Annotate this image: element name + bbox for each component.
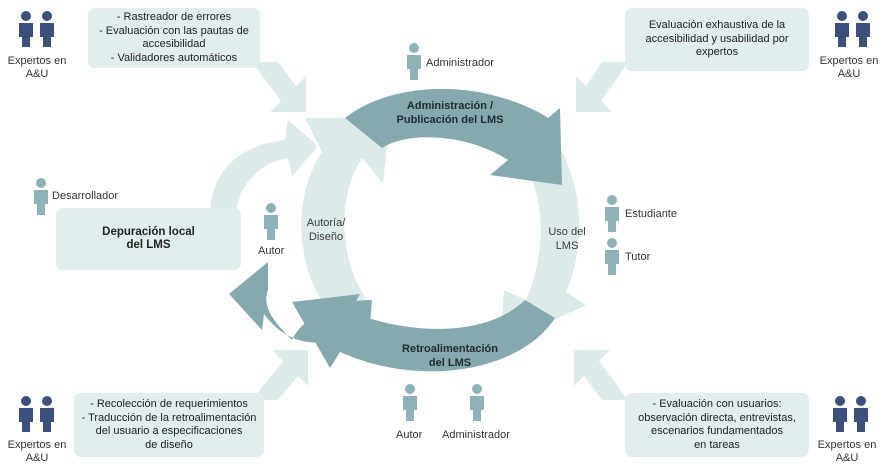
tutor-person-icon xyxy=(605,238,619,275)
experts-icon-bottom-left xyxy=(19,396,54,432)
arrow-top-right xyxy=(576,62,628,112)
box-top-left: - Rastreador de errores - Evaluación con… xyxy=(88,8,260,68)
retroalimentacion-arc xyxy=(292,294,555,372)
box-top-right: Evaluación exhaustiva de la accesibilida… xyxy=(625,8,809,71)
box-bottom-left-line-1: - Recolección de requerimientos xyxy=(90,398,248,410)
autoria-arc xyxy=(301,118,390,318)
arrow-top-left xyxy=(252,62,306,112)
desarrollador-label: Desarrollador xyxy=(52,190,119,202)
experts-bottom-right-line-2: A&U xyxy=(835,452,859,464)
box-top-left-line-1: - Rastreador de errores xyxy=(116,11,232,23)
experts-top-left-line-1: Expertos en xyxy=(7,55,67,67)
box-bottom-left-line-3: del usuario a especificaciones xyxy=(95,425,243,437)
label-administracion: Administración / Publicación del LMS xyxy=(390,99,510,127)
administrador-bottom-label: Administrador xyxy=(442,429,510,441)
autor-bottom-label: Autor xyxy=(396,429,423,441)
experts-top-right-line-2: A&U xyxy=(837,68,861,80)
box-bottom-right-line-3: escenarios fundamentados xyxy=(650,425,784,437)
administracion-arc xyxy=(345,88,562,185)
experts-top-right-line-1: Expertos en xyxy=(819,55,879,67)
administrador-top-label: Administrador xyxy=(426,57,494,69)
autor-middle-label: Autor xyxy=(258,245,285,257)
administrador-top-person-icon xyxy=(407,43,421,80)
box-top-left-line-4: - Validadores automáticos xyxy=(110,51,238,64)
box-bottom-left-line-4: de diseño xyxy=(145,438,193,451)
estudiante-person-icon xyxy=(605,195,619,232)
feedback-arrow xyxy=(229,262,372,343)
retroalimentacion-line-1: Retroalimentación xyxy=(402,343,498,355)
arrow-bottom-right xyxy=(574,350,628,400)
box-top-right-line-3: expertos xyxy=(695,46,739,59)
experts-icon-bottom-right xyxy=(833,396,868,432)
box-bottom-right-line-2: observación directa, entrevistas, xyxy=(638,411,796,424)
experts-bottom-left-line-2: A&U xyxy=(25,452,49,464)
tutor-label: Tutor xyxy=(625,251,651,263)
box-bottom-right: - Evaluación con usuarios: observación d… xyxy=(625,393,809,457)
box-top-right-line-1: Evaluación exhaustiva de la xyxy=(648,19,786,32)
uso-arc xyxy=(500,130,586,346)
label-autoria: Autoría/ Diseño xyxy=(296,216,356,244)
experts-label-bottom-right: Expertos en A&U xyxy=(814,439,880,465)
box-bottom-right-line-1: - Evaluación con usuarios: xyxy=(652,398,782,410)
box-top-left-line-2: - Evaluación con las pautas de xyxy=(99,24,249,37)
retroalimentacion-line-2: del LMS xyxy=(428,357,472,369)
box-top-left-line-3: accesibilidad xyxy=(142,38,206,50)
uso-line-2: LMS xyxy=(555,240,579,252)
box-depuracion: Depuración local del LMS xyxy=(56,208,241,270)
administrador-bottom-person-icon xyxy=(470,384,484,421)
box-bottom-left: - Recolección de requerimientos - Traduc… xyxy=(74,393,264,457)
desarrollador-person-icon xyxy=(34,178,48,215)
experts-bottom-right-line-1: Expertos en xyxy=(817,439,877,451)
label-retroalimentacion: Retroalimentación del LMS xyxy=(390,342,510,370)
arrow-bottom-left xyxy=(252,350,308,400)
box-top-right-line-2: accesibilidad y usabilidad por xyxy=(645,32,789,45)
experts-label-bottom-left: Expertos en A&U xyxy=(3,439,71,465)
autoria-line-2: Diseño xyxy=(308,231,344,243)
depuracion-line-2: del LMS xyxy=(126,239,171,251)
uso-line-1: Uso del xyxy=(548,226,586,238)
experts-icon-top-right xyxy=(835,11,870,47)
experts-top-left-line-2: A&U xyxy=(25,68,49,80)
autor-middle-person-icon xyxy=(264,203,278,240)
experts-label-top-right: Expertos en A&U xyxy=(816,55,882,81)
experts-icon-top-left xyxy=(19,11,54,47)
label-uso: Uso del LMS xyxy=(537,225,597,253)
experts-label-top-left: Expertos en A&U xyxy=(3,55,71,81)
box-bottom-right-line-4: en tareas xyxy=(694,438,740,451)
depuracion-loop-arrow xyxy=(210,120,318,212)
administracion-line-2: Publicación del LMS xyxy=(396,114,504,126)
depuracion-line-1: Depuración local xyxy=(102,225,195,238)
estudiante-label: Estudiante xyxy=(625,208,677,220)
administracion-line-1: Administración / xyxy=(406,100,494,112)
autor-bottom-person-icon xyxy=(403,384,417,421)
box-bottom-left-line-2: - Traducción de la retroalimentación xyxy=(81,411,257,424)
autoria-line-1: Autoría/ xyxy=(306,217,346,229)
experts-bottom-left-line-1: Expertos en xyxy=(7,439,67,451)
